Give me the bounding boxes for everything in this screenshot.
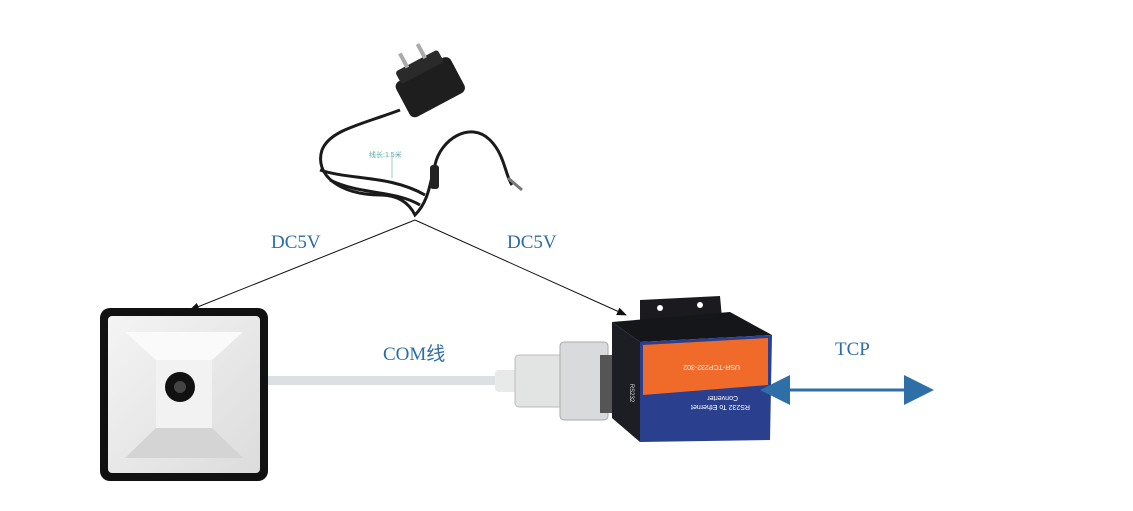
converter-model: USR-TCP232-302 [683,363,740,370]
com-cable [262,376,522,385]
com-cable-label: COM线 [383,344,446,365]
dc-arrow-left [189,219,416,311]
cable-length-note: 线长:1.5米 [369,152,402,159]
converter-port-label: RS232 [628,383,635,403]
scanner-image [100,308,268,481]
dc5v-label-right: DC5V [507,232,557,253]
tcp-label: TCP [835,339,870,360]
converter-subtitle: Converter [707,394,738,401]
db9-connector-image [495,341,614,421]
converter-image: RS232 To Ethernet Converter USR-TCP232-3… [612,296,772,442]
dc-arrow-right [414,219,627,316]
dc5v-label-left: DC5V [271,232,321,253]
power-adapter-image [319,43,523,218]
converter-title: RS232 To Ethernet [691,403,750,410]
